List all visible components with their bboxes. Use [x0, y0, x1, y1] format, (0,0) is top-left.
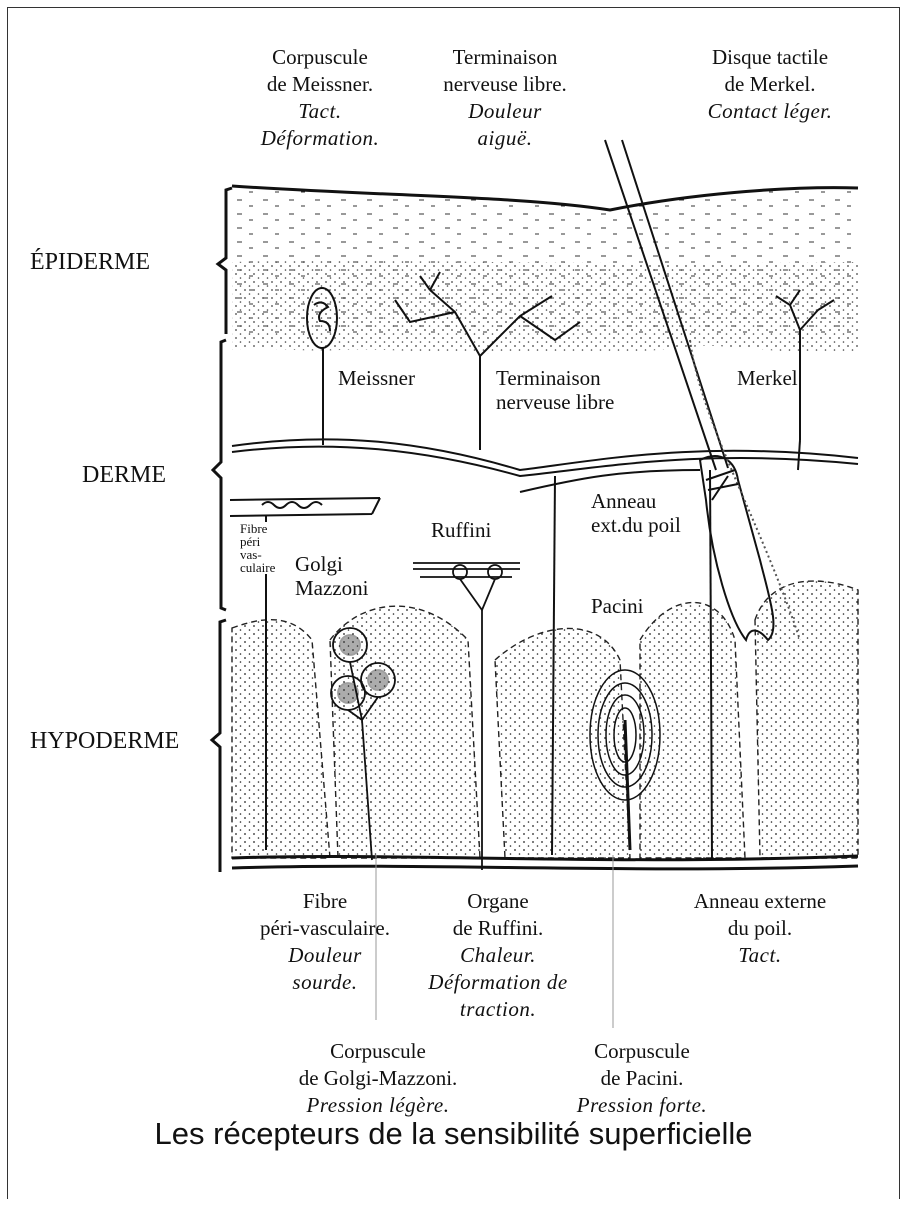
caption-golgi-mazzoni: Corpuscule de Golgi-Mazzoni. Pression lé…	[268, 1038, 488, 1119]
label-free-nerve-ending: Terminaison nerveuse libre	[496, 366, 614, 414]
caption-hair-ring: Anneau externe du poil. Tact.	[660, 888, 860, 969]
label-meissner: Meissner	[338, 366, 415, 390]
label-hair-ring: Anneau ext.du poil	[591, 489, 681, 537]
hypodermal-vessel	[232, 856, 858, 869]
label-ruffini: Ruffini	[431, 518, 491, 542]
fat-lobules	[232, 581, 858, 858]
label-pacini: Pacini	[591, 594, 644, 618]
caption-ruffini: Organe de Ruffini. Chaleur. Déformation …	[398, 888, 598, 1023]
caption-perivascular-fiber: Fibre péri-vasculaire. Douleur sourde.	[225, 888, 425, 996]
label-golgi-mazzoni: Golgi Mazzoni	[295, 552, 368, 600]
layer-braces	[212, 188, 232, 872]
figure-title: Les récepteurs de la sensibilité superfi…	[0, 1116, 907, 1152]
label-perivascular-fiber: Fibre péri vas- culaire	[240, 522, 275, 574]
epidermis-layer	[232, 186, 858, 353]
caption-pacini: Corpuscule de Pacini. Pression forte.	[542, 1038, 742, 1119]
label-merkel: Merkel	[737, 366, 798, 390]
dermal-vessel	[232, 439, 858, 492]
